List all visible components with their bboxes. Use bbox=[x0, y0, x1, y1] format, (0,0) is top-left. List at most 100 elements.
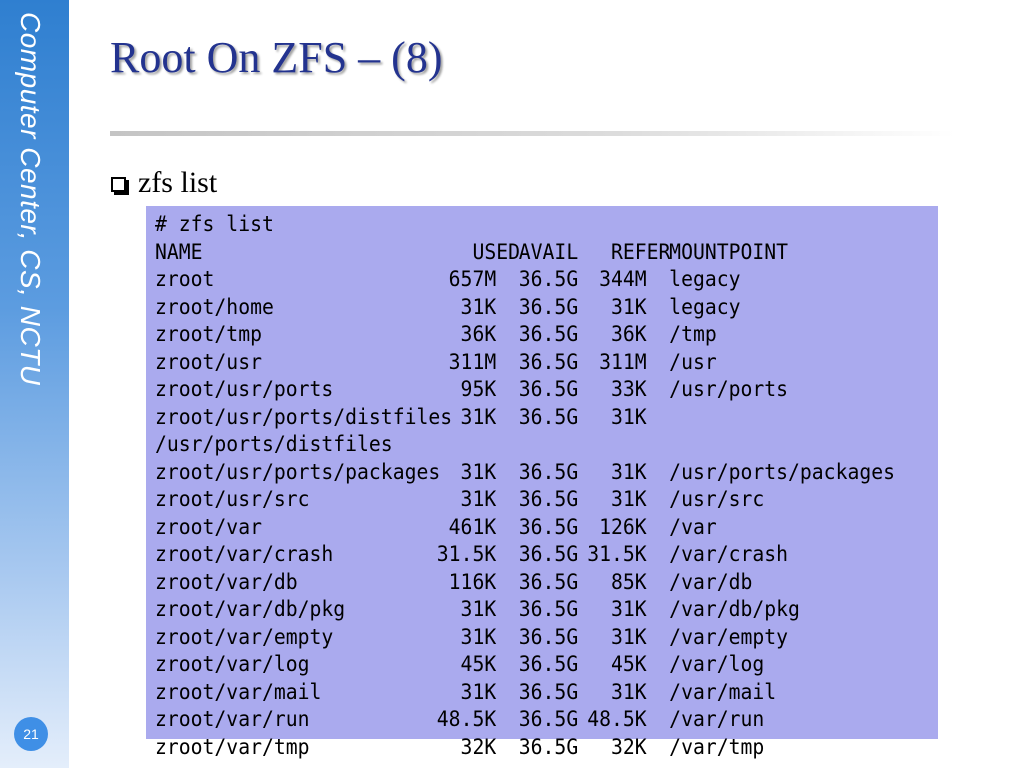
bullet-item: zfs list bbox=[111, 166, 217, 200]
cell-avail: 36.5G bbox=[518, 349, 579, 374]
cell-avail: 36.5G bbox=[518, 514, 579, 539]
header-refer: REFER bbox=[610, 239, 671, 264]
cell-avail: 36.5G bbox=[518, 377, 579, 401]
cell-used: 31K bbox=[460, 597, 497, 621]
cell-mountpoint: /var/log bbox=[669, 652, 765, 676]
cell-used: 36K bbox=[460, 322, 497, 346]
cell-avail: 36.5G bbox=[518, 294, 579, 319]
header-mountpoint: MOUNTPOINT bbox=[669, 239, 789, 264]
cell-refer: 32K bbox=[610, 734, 647, 759]
cell-avail: 36.5G bbox=[518, 542, 579, 566]
page-number-badge: 21 bbox=[14, 717, 48, 751]
cell-name: zroot/var/mail bbox=[155, 679, 322, 704]
cell-mountpoint: legacy bbox=[669, 267, 741, 291]
cell-used: 116K bbox=[448, 569, 497, 594]
cell-avail: 36.5G bbox=[518, 569, 579, 594]
cell-avail: 36.5G bbox=[518, 624, 579, 649]
cell-name: zroot/usr/src bbox=[155, 487, 310, 511]
cell-name: zroot/usr/ports bbox=[155, 377, 334, 401]
cell-mountpoint: /var/db bbox=[669, 569, 753, 594]
cell-name: zroot/var/empty bbox=[155, 624, 334, 649]
cell-mountpoint: /var bbox=[669, 514, 717, 539]
cell-name: zroot/var/db/pkg bbox=[155, 597, 346, 621]
cell-name: zroot/var/db bbox=[155, 569, 298, 594]
cell-used: 31K bbox=[460, 294, 497, 319]
cell-name: /usr/ports/distfiles bbox=[155, 432, 393, 456]
cell-used: 657M bbox=[448, 267, 497, 291]
cell-used: 31K bbox=[460, 459, 497, 484]
cell-used: 311M bbox=[448, 349, 497, 374]
cell-mountpoint: /tmp bbox=[669, 322, 717, 346]
cell-refer: 31K bbox=[610, 624, 647, 649]
cell-name: zroot/home bbox=[155, 294, 274, 319]
cell-used: 31K bbox=[460, 404, 497, 429]
cell-avail: 36.5G bbox=[518, 404, 579, 429]
cell-avail: 36.5G bbox=[518, 734, 579, 759]
cell-used: 31.5K bbox=[436, 542, 497, 566]
cell-avail: 36.5G bbox=[518, 322, 579, 346]
cell-name: zroot/usr/ports/packages bbox=[155, 459, 441, 484]
cell-name: zroot/var/log bbox=[155, 652, 310, 676]
cell-used: 31K bbox=[460, 679, 497, 704]
cell-refer: 31K bbox=[610, 459, 647, 484]
cell-mountpoint: /usr/src bbox=[669, 487, 765, 511]
cell-mountpoint: /usr/ports bbox=[669, 377, 789, 401]
terminal-header-row: NAME USED AVAIL REFER MOUNTPOINT bbox=[155, 239, 788, 267]
cell-mountpoint: /var/empty bbox=[669, 624, 789, 649]
cell-refer: 31K bbox=[610, 404, 647, 429]
cell-avail: 36.5G bbox=[518, 267, 579, 291]
cell-mountpoint: /var/run bbox=[669, 707, 765, 731]
terminal-output-box bbox=[146, 206, 938, 739]
cell-refer: 31K bbox=[610, 294, 647, 319]
header-avail: AVAIL bbox=[518, 239, 579, 264]
cell-used: 48.5K bbox=[436, 707, 497, 731]
cell-used: 31K bbox=[460, 487, 497, 511]
bullet-text: zfs list bbox=[138, 166, 218, 199]
cell-mountpoint: /usr/ports/packages bbox=[669, 459, 895, 484]
cell-refer: 85K bbox=[610, 569, 647, 594]
cell-used: 31K bbox=[460, 624, 497, 649]
cell-refer: 33K bbox=[610, 377, 647, 401]
cell-mountpoint: legacy bbox=[669, 294, 741, 319]
cell-name: zroot/var/run bbox=[155, 707, 310, 731]
cell-name: zroot/tmp bbox=[155, 322, 262, 346]
cell-mountpoint: /var/tmp bbox=[669, 734, 765, 759]
slide-title: Root On ZFS – (8) bbox=[110, 33, 443, 82]
cell-name: zroot/usr bbox=[155, 349, 262, 374]
cell-mountpoint: /var/db/pkg bbox=[669, 597, 800, 621]
cell-refer: 344M bbox=[599, 267, 647, 291]
cell-mountpoint: /var/mail bbox=[669, 679, 777, 704]
sidebar: Computer Center, CS, NCTU 21 bbox=[0, 0, 69, 768]
cell-avail: 36.5G bbox=[518, 679, 579, 704]
header-name: NAME bbox=[155, 239, 203, 264]
cell-refer: 45K bbox=[610, 652, 647, 676]
checkbox-bullet-icon bbox=[111, 176, 126, 192]
cell-used: 95K bbox=[460, 377, 497, 401]
cell-avail: 36.5G bbox=[518, 487, 579, 511]
cell-refer: 48.5K bbox=[587, 707, 647, 731]
cell-refer: 31.5K bbox=[587, 542, 647, 566]
cell-mountpoint: /var/crash bbox=[669, 542, 789, 566]
sidebar-caption: Computer Center, CS, NCTU bbox=[15, 12, 46, 386]
cell-refer: 31K bbox=[610, 487, 647, 511]
cell-refer: 31K bbox=[610, 597, 647, 621]
cell-refer: 126K bbox=[599, 514, 647, 539]
cell-name: zroot/usr/ports/distfiles bbox=[155, 404, 453, 429]
cell-refer: 36K bbox=[610, 322, 647, 346]
terminal-command: # zfs list bbox=[155, 212, 274, 236]
cell-avail: 36.5G bbox=[518, 459, 579, 484]
cell-used: 32K bbox=[460, 734, 497, 759]
cell-name: zroot/var bbox=[155, 514, 262, 539]
cell-name: zroot bbox=[155, 267, 215, 291]
cell-name: zroot/var/crash bbox=[155, 542, 334, 566]
cell-mountpoint: /usr bbox=[669, 349, 717, 374]
cell-name: zroot/var/tmp bbox=[155, 734, 310, 759]
title-divider bbox=[110, 131, 955, 136]
cell-refer: 31K bbox=[610, 679, 647, 704]
cell-avail: 36.5G bbox=[518, 597, 579, 621]
cell-avail: 36.5G bbox=[518, 707, 579, 731]
cell-used: 45K bbox=[460, 652, 497, 676]
header-used: USED bbox=[472, 239, 520, 264]
cell-avail: 36.5G bbox=[518, 652, 579, 676]
cell-used: 461K bbox=[448, 514, 497, 539]
